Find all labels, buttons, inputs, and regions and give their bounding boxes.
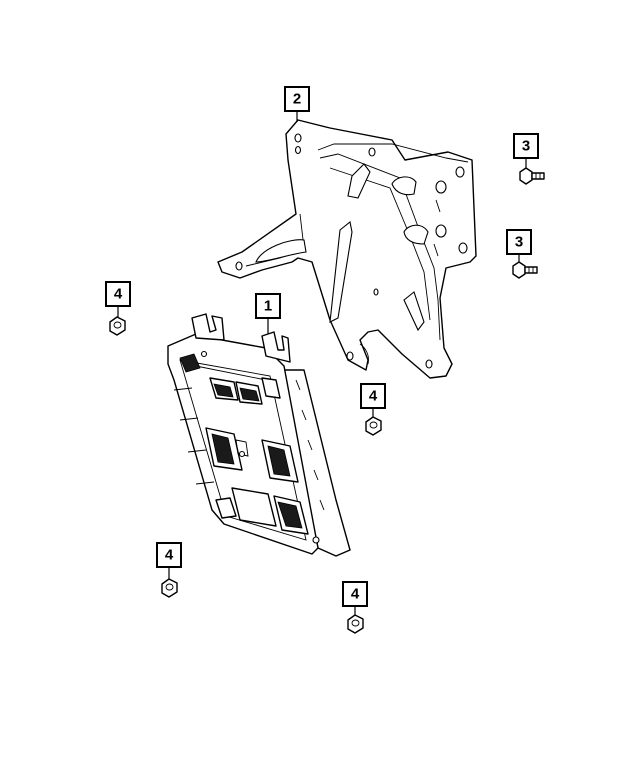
- callout-2-label: 2: [293, 91, 301, 108]
- leader-lines: [117, 111, 527, 615]
- callout-4d-label: 4: [351, 586, 360, 603]
- callout-4c-label: 4: [165, 547, 174, 564]
- callout-3a: 3: [513, 133, 539, 159]
- callout-4d: 4: [342, 581, 368, 607]
- nut-middle: [365, 416, 382, 436]
- callout-4b-label: 4: [369, 388, 378, 405]
- callout-4b: 4: [360, 383, 386, 409]
- callout-4c: 4: [156, 542, 182, 568]
- callout-4a-label: 4: [114, 286, 123, 303]
- callout-3b-label: 3: [515, 234, 523, 251]
- callout-3a-label: 3: [522, 138, 530, 155]
- nut-upper-left: [109, 316, 126, 336]
- mounting-bracket: [217, 119, 477, 379]
- callout-1: 1: [255, 293, 281, 319]
- bolt-upper: [519, 167, 545, 185]
- nut-lower-right: [347, 614, 364, 634]
- callout-3b: 3: [506, 229, 532, 255]
- nut-lower-left: [161, 578, 178, 598]
- callout-4a: 4: [105, 281, 131, 307]
- callout-1-label: 1: [264, 298, 272, 315]
- body-control-module: [167, 313, 351, 557]
- bolt-lower: [512, 261, 538, 279]
- callout-2: 2: [284, 86, 310, 112]
